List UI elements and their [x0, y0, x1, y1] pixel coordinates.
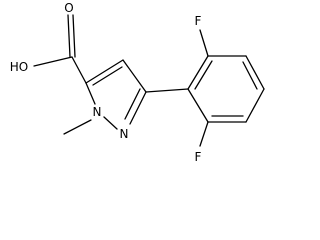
- bond-carboxyl-c-o-double-a: [67, 14, 71, 58]
- bond-n2-n1: [103, 116, 118, 130]
- bond-c5-c4: [85, 59, 124, 84]
- bond-n1-methyl: [63, 119, 92, 135]
- ring-nitrogen-1-label: N: [93, 105, 102, 119]
- carbonyl-oxygen-label: O: [64, 1, 73, 15]
- bond-ph3-ph4-inner: [242, 61, 258, 90]
- bond-ph4-ph5: [245, 88, 265, 123]
- bond-c5-c4-inner: [92, 66, 123, 86]
- hydroxyl-label: HO: [10, 60, 28, 74]
- bond-ph1-ph2-inner: [194, 60, 213, 90]
- bond-ph2-fluorine: [199, 29, 209, 57]
- molecule-structure: O HO N N F F: [10, 1, 265, 164]
- bond-c3-n2-a: [129, 91, 147, 125]
- bond-c3-phenyl: [145, 88, 189, 93]
- bond-ph6-fluorine: [199, 121, 209, 147]
- fluorine-bottom-label: F: [195, 150, 202, 164]
- structure-canvas: O HO N N F F: [10, 1, 265, 164]
- bond-ph1-ph2: [187, 55, 209, 90]
- bond-c4-c3: [122, 59, 147, 93]
- ring-nitrogen-2-label: N: [120, 127, 129, 141]
- bond-carboxyl-c-oh: [33, 56, 73, 67]
- bond-n1-c5: [85, 82, 96, 105]
- bond-carboxyl-c-o-double-b: [72, 14, 76, 58]
- bond-ph6-ph1: [187, 88, 209, 123]
- fluorine-top-label: F: [195, 14, 202, 28]
- bond-c3-n2-b: [124, 88, 141, 120]
- bond-c5-carboxyl: [71, 56, 87, 84]
- bond-ph3-ph4: [245, 55, 265, 90]
